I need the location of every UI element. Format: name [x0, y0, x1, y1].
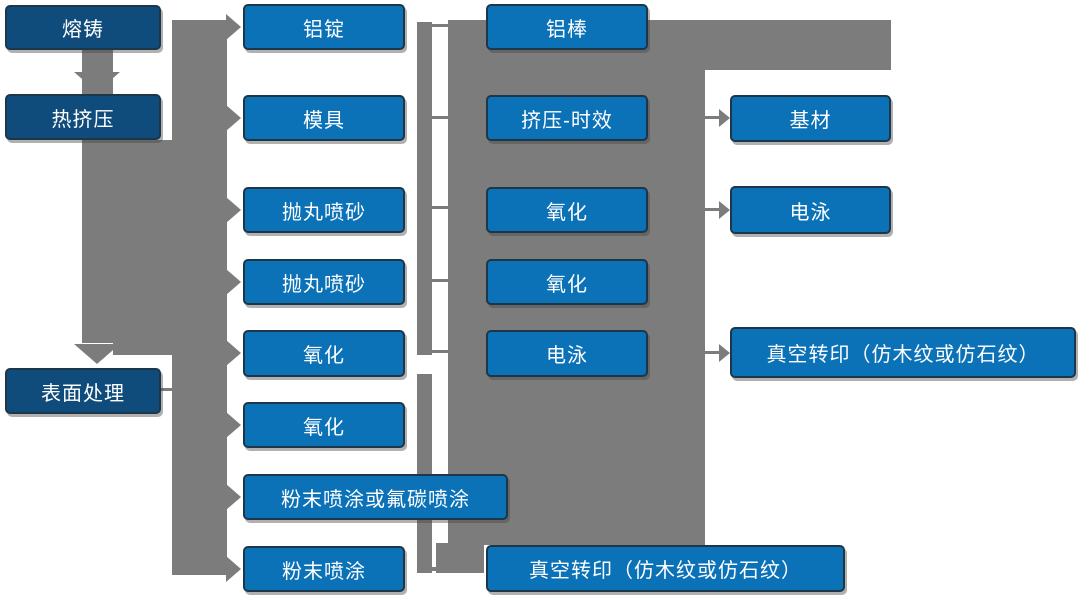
node-base-material: 基材: [730, 95, 891, 142]
node-powder-or-fluorocarbon-coating-label: 粉末喷涂或氟碳喷涂: [281, 488, 470, 511]
connector-right-line-electrophoresis: [705, 208, 720, 211]
node-vacuum-transfer-print-right-label: 真空转印（仿木纹或仿石纹）: [766, 344, 1040, 366]
arrow-right-to-aluminum-ingot-icon: [226, 14, 241, 40]
node-oxidation-c3b: 氧化: [486, 259, 648, 305]
node-shot-blasting-1: 抛丸喷砂: [243, 187, 405, 233]
connector-col1-vertical-bar: [82, 48, 113, 343]
connector-mid-link-row5: [432, 350, 450, 353]
connector-mid-link-row3: [432, 206, 450, 209]
arrow-down-to-hot-extrusion-icon: [74, 72, 120, 92]
node-vacuum-transfer-print-bottom-label: 真空转印（仿木纹或仿石纹）: [529, 560, 802, 582]
node-vacuum-transfer-print-right: 真空转印（仿木纹或仿石纹）: [730, 327, 1076, 378]
node-shot-blasting-2-label: 抛丸喷砂: [282, 273, 366, 296]
connector-left-trunk: [172, 20, 227, 575]
connector-right-line-vacuum-transfer: [705, 351, 720, 354]
node-melting-casting-label: 熔铸: [62, 19, 104, 41]
arrow-right-to-shot-blasting-2-icon: [226, 269, 241, 295]
connector-right-line-base-material: [705, 116, 720, 119]
node-oxidation-c3a: 氧化: [486, 187, 648, 233]
node-vacuum-transfer-print-bottom: 真空转印（仿木纹或仿石纹）: [486, 545, 845, 592]
node-aluminum-rod-label: 铝棒: [546, 18, 588, 41]
connector-center-bottom-stub: [436, 543, 484, 573]
node-melting-casting: 熔铸: [5, 5, 161, 50]
node-aluminum-ingot: 铝锭: [243, 4, 405, 50]
node-oxidation-c2b: 氧化: [243, 402, 405, 448]
node-hot-extrusion-label: 热挤压: [51, 108, 115, 131]
connector-mid-link-row4: [432, 279, 450, 282]
node-shot-blasting-2: 抛丸喷砂: [243, 259, 405, 305]
connector-mid-link-row2: [432, 116, 450, 119]
connector-surface-treatment-link: [161, 388, 175, 391]
node-electrophoresis-c4-label: 电泳: [789, 201, 832, 224]
node-aluminum-ingot-label: 铝锭: [303, 18, 345, 41]
node-aluminum-rod: 铝棒: [486, 4, 648, 50]
connector-mid-link-row1: [432, 24, 450, 27]
node-oxidation-c2a-label: 氧化: [303, 345, 345, 367]
arrow-right-to-mold-icon: [226, 105, 241, 131]
node-surface-treatment-label: 表面处理: [41, 382, 125, 405]
node-surface-treatment: 表面处理: [5, 368, 161, 414]
arrow-right-to-vacuum-transfer-icon: [719, 344, 730, 362]
node-electrophoresis-c4: 电泳: [730, 186, 891, 234]
connector-mid-bar-upper: [417, 22, 432, 355]
node-extrusion-aging-label: 挤压-时效: [521, 109, 613, 132]
node-electrophoresis-c3-label: 电泳: [546, 345, 588, 367]
arrow-right-to-shot-blasting-1-icon: [226, 197, 241, 223]
arrow-right-to-oxidation-c2a-icon: [226, 340, 241, 366]
node-powder-or-fluorocarbon-coating: 粉末喷涂或氟碳喷涂: [243, 474, 508, 520]
node-extrusion-aging: 挤压-时效: [486, 95, 648, 141]
node-mold: 模具: [243, 95, 405, 141]
arrow-right-to-base-material-icon: [719, 109, 730, 127]
node-oxidation-c3b-label: 氧化: [546, 273, 588, 296]
node-base-material-label: 基材: [789, 110, 832, 132]
arrow-right-to-oxidation-c2b-icon: [226, 412, 241, 438]
node-oxidation-c3a-label: 氧化: [546, 201, 588, 224]
node-powder-coating: 粉末喷涂: [243, 546, 405, 592]
node-powder-coating-label: 粉末喷涂: [282, 560, 366, 583]
arrow-down-to-surface-treatment-icon: [74, 344, 120, 364]
node-mold-label: 模具: [303, 109, 345, 132]
node-oxidation-c2a: 氧化: [243, 330, 405, 377]
node-hot-extrusion: 热挤压: [5, 94, 161, 140]
arrow-right-to-powder-or-fluorocarbon-icon: [226, 484, 241, 510]
arrow-right-to-electrophoresis-icon: [719, 201, 730, 219]
arrow-right-to-powder-coating-icon: [226, 556, 241, 582]
connector-mid-bar-lower: [417, 374, 432, 573]
node-electrophoresis-c3: 电泳: [486, 330, 648, 377]
node-shot-blasting-1-label: 抛丸喷砂: [282, 201, 366, 224]
node-oxidation-c2b-label: 氧化: [303, 416, 345, 439]
